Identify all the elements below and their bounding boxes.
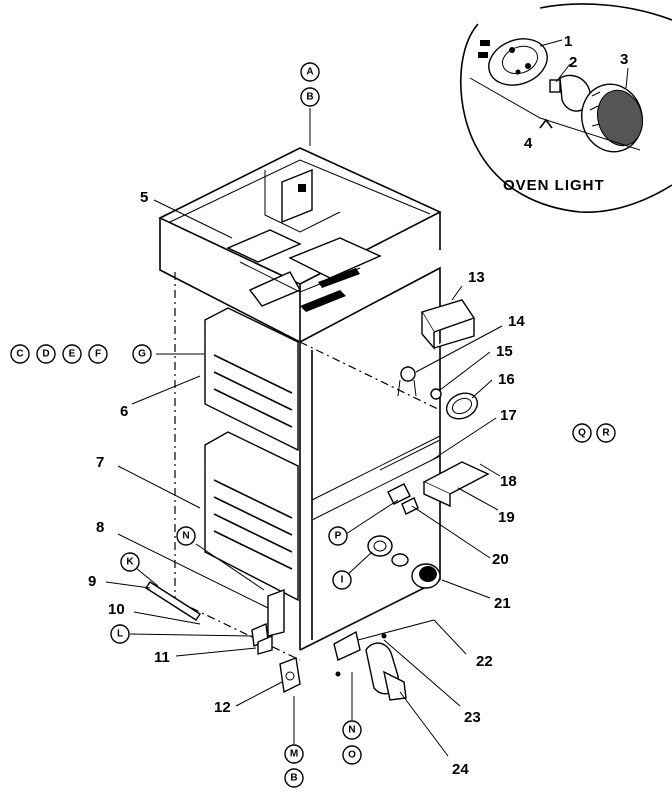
svg-text:C: C [16,349,23,360]
circle-label-l: L [110,624,130,644]
svg-text:O: O [348,750,356,761]
leader-lines [105,108,503,757]
circle-label-n-lower: N [342,720,362,740]
part-number: 10 [108,601,125,618]
part-number: 7 [96,454,104,471]
part-number: 5 [140,189,148,206]
part-number: 20 [492,551,509,568]
circle-label-g: G [132,344,152,364]
svg-text:L: L [117,629,123,640]
svg-text:Q: Q [578,428,586,439]
svg-text:I: I [341,575,344,586]
svg-text:R: R [602,428,610,439]
part-number: 23 [464,709,481,726]
lamp-socket-drawing [478,38,548,86]
part-number: 19 [498,509,515,526]
inset-title: OVEN LIGHT [503,177,605,194]
part-number: 1 [564,33,572,50]
part-number: 9 [88,573,96,590]
svg-text:M: M [290,749,298,760]
circle-label-o: O [342,745,362,765]
part-number: 3 [620,51,628,68]
circle-label-n: N [176,526,196,546]
circle-label-m: M [284,744,304,764]
svg-text:E: E [69,349,76,360]
svg-text:B: B [290,773,297,784]
part-number: 24 [452,761,469,778]
circle-label-q: Q [572,423,592,443]
lens-cover-drawing [581,83,643,153]
part-number: 11 [154,649,170,666]
circle-label-a: A [300,62,320,82]
part-number: 17 [500,407,517,424]
part-number: 12 [214,699,231,716]
circle-label-i: I [332,570,352,590]
part-number: 22 [476,653,493,670]
svg-text:P: P [335,531,342,542]
circle-label-d: D [36,344,56,364]
part-number: 15 [496,343,513,360]
part-number: 4 [524,135,533,152]
svg-text:B: B [306,92,313,103]
svg-text:A: A [306,67,313,78]
right-side-parts [367,299,490,589]
circle-label-b: B [300,87,320,107]
circle-label-p: P [328,526,348,546]
circle-label-c: C [10,344,30,364]
part-numbers: 5 6 7 8 9 10 11 12 13 14 15 16 17 18 19 … [88,189,525,778]
circle-label-e: E [62,344,82,364]
circle-label-f: F [88,344,108,364]
lower-parts [145,581,407,701]
part-number: 6 [120,403,128,420]
cabinet-drawing [158,147,442,661]
oven-light-inset: 1 2 3 4 OVEN LIGHT [459,3,672,213]
svg-text:G: G [138,349,146,360]
svg-text:K: K [126,557,134,568]
part-number: 2 [569,54,577,71]
circle-label-k: K [120,552,140,572]
svg-text:N: N [182,531,189,542]
part-number: 18 [500,473,517,490]
circle-label-b-lower: B [284,768,304,788]
svg-text:D: D [42,349,49,360]
part-number: 21 [494,595,511,612]
circle-label-r: R [596,423,616,443]
part-number: 16 [498,371,515,388]
svg-text:F: F [95,349,101,360]
part-number: 8 [96,519,104,536]
circle-labels: A B C D E F G K L N P I M B N O Q R [10,62,616,788]
part-number: 14 [508,313,525,330]
svg-text:N: N [348,725,355,736]
part-number: 13 [468,269,485,286]
